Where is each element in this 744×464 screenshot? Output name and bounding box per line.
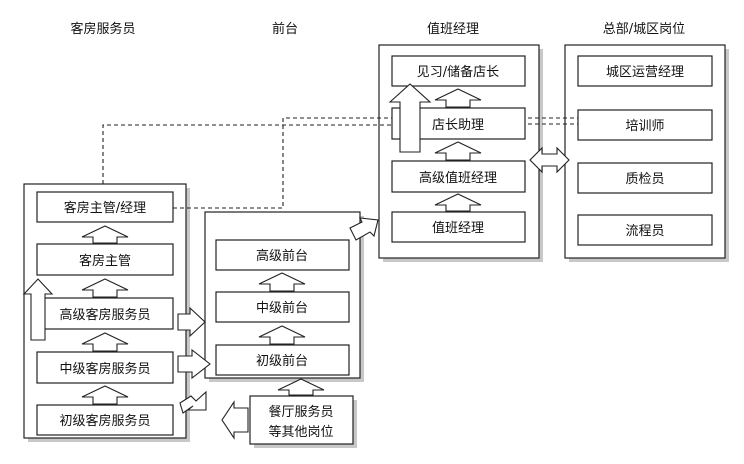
svg-text:餐厅服务员: 餐厅服务员 <box>268 404 333 420</box>
up-arrow-icon <box>258 272 306 292</box>
box-restaurant: 餐厅服务员 等其他岗位 <box>249 395 357 448</box>
box-housekeeping-senior: 高级客房服务员 <box>36 297 174 330</box>
column-heading-hq: 总部/城区岗位 <box>603 22 685 37</box>
svg-text:等其他岗位: 等其他岗位 <box>268 424 333 440</box>
right-arrow-icon <box>177 348 211 380</box>
big-up-arrow-icon <box>22 278 54 341</box>
svg-text:中级前台: 中级前台 <box>256 300 308 316</box>
right-arrow-icon <box>179 390 207 414</box>
svg-text:高级前台: 高级前台 <box>256 248 308 264</box>
box-housekeeping-junior: 初级客房服务员 <box>36 404 174 436</box>
up-arrows <box>81 88 482 405</box>
up-arrow-icon <box>81 332 129 352</box>
svg-text:店长助理: 店长助理 <box>432 118 484 133</box>
svg-text:见习/储备店长: 见习/储备店长 <box>417 64 499 80</box>
box-district-ops: 城区运营经理 <box>577 55 713 87</box>
box-front-desk-senior: 高级前台 <box>215 239 350 271</box>
box-qc: 质检员 <box>577 162 713 194</box>
up-arrow-icon <box>434 193 482 212</box>
right-arrows <box>177 217 379 440</box>
box-housekeeping-mid: 中级客房服务员 <box>36 351 174 384</box>
svg-text:质检员: 质检员 <box>625 172 664 187</box>
up-arrow-icon <box>434 141 482 161</box>
svg-text:初级前台: 初级前台 <box>256 353 308 369</box>
svg-text:培训师: 培训师 <box>625 118 664 134</box>
box-senior-duty-manager: 高级值班经理 <box>391 160 526 193</box>
up-arrow-icon <box>434 88 482 108</box>
right-arrow-icon <box>177 306 206 338</box>
box-trainee-manager: 见习/储备店长 <box>391 55 526 87</box>
svg-text:城区运营经理: 城区运营经理 <box>606 65 684 80</box>
box-housekeeping-supervisor: 客房主管 <box>36 243 174 276</box>
box-front-desk-mid: 中级前台 <box>215 291 350 323</box>
svg-text:高级值班经理: 高级值班经理 <box>419 170 497 186</box>
double-arrow-icon <box>529 146 570 174</box>
column-heading-housekeeping: 客房服务员 <box>70 21 135 37</box>
column-heading-duty-manager: 值班经理 <box>427 21 479 37</box>
box-housekeeping-manager: 客房主管/经理 <box>36 191 174 223</box>
up-arrow-icon <box>258 325 306 345</box>
box-front-desk-junior: 初级前台 <box>215 344 350 376</box>
box-process: 流程员 <box>577 214 713 246</box>
left-arrow-icon <box>221 400 249 440</box>
up-arrow-icon <box>277 378 325 396</box>
right-arrow-icon <box>349 217 379 241</box>
svg-text:流程员: 流程员 <box>625 224 664 239</box>
up-arrow-icon <box>81 225 129 244</box>
big-up-arrow-icon <box>388 83 432 153</box>
box-duty-manager: 值班经理 <box>391 211 526 243</box>
svg-text:初级客房服务员: 初级客房服务员 <box>59 413 150 429</box>
svg-text:高级客房服务员: 高级客房服务员 <box>59 307 150 323</box>
svg-text:中级客房服务员: 中级客房服务员 <box>59 361 150 377</box>
svg-text:客房主管: 客房主管 <box>79 253 131 269</box>
up-arrow-icon <box>81 278 129 298</box>
up-arrow-icon <box>81 385 129 405</box>
box-trainer: 培训师 <box>577 109 713 141</box>
svg-text:客房主管/经理: 客房主管/经理 <box>64 200 146 216</box>
svg-text:值班经理: 值班经理 <box>432 220 484 236</box>
column-heading-front-desk: 前台 <box>272 21 298 37</box>
